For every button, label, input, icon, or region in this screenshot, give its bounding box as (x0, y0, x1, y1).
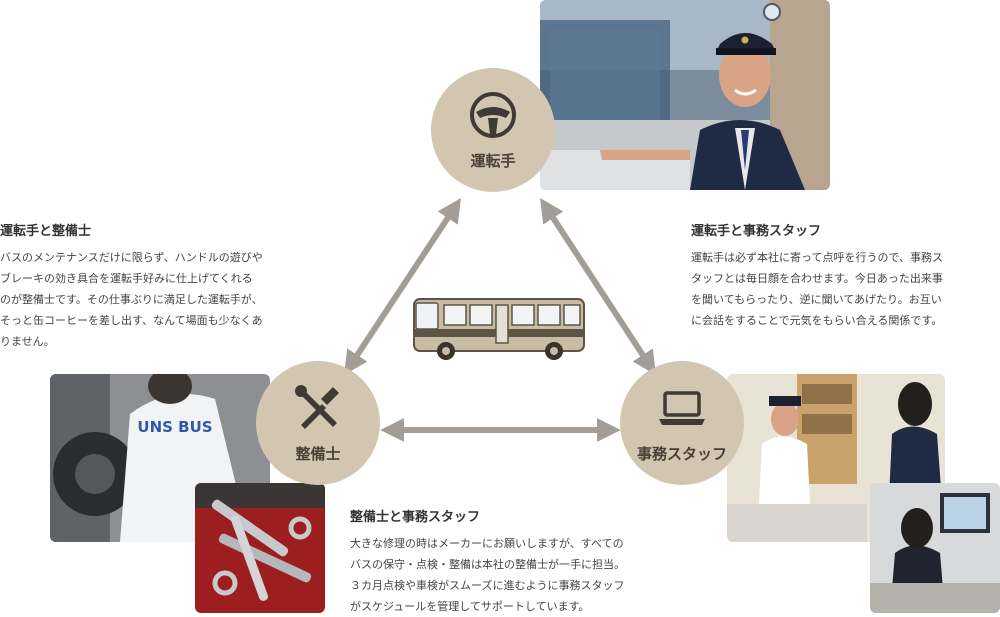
relation-line: そっと缶コーヒーを差し出す、なんて場面も少なくあ (0, 314, 263, 327)
relation-mechanic-staff: 整備士と事務スタッフ 大きな修理の時はメーカーにお願いしますが、すべての バスの… (350, 506, 690, 617)
relation-title: 整備士と事務スタッフ (350, 510, 481, 525)
tools-photo (195, 483, 325, 613)
role-staff-label: 事務スタッフ (636, 445, 727, 463)
relation-line: に会話をすることで元気をもらい合える関係です。 (691, 314, 943, 327)
relation-line: りません。 (0, 335, 55, 348)
relation-line: バスのメンテナンスだけに限らず、ハンドルの遊びや (0, 251, 263, 264)
role-driver: 運転手 (431, 68, 555, 192)
tools-icon (295, 385, 339, 429)
relation-line: がスケジュールを管理してサポートしています。 (350, 600, 590, 613)
relation-line: のが整備士です。その仕事ぶりに満足した運転手が、 (0, 293, 263, 306)
relation-line: 運転手は必ず本社に寄って点呼を行うので、事務ス (691, 251, 944, 264)
driver-photo (540, 0, 830, 190)
arrow-driver-staff (540, 197, 656, 376)
relation-title: 運転手と事務スタッフ (691, 224, 822, 239)
role-mechanic-label: 整備士 (295, 445, 341, 463)
relation-driver-mechanic: 運転手と整備士 バスのメンテナンスだけに限らず、ハンドルの遊びや ブレーキの効き… (0, 220, 300, 352)
relation-line: ブレーキの効き具合を運転手好みに仕上げてくれる (0, 272, 253, 285)
relation-line: を聞いてもらったり、逆に聞いてあげたり。お互い (691, 293, 942, 306)
relation-line: ３カ月点検や車検がスムーズに進むように事務スタッフ (350, 579, 625, 592)
laptop-icon (659, 391, 705, 425)
role-mechanic: 整備士 (256, 361, 380, 485)
arrow-driver-mechanic (344, 197, 461, 376)
steering-wheel-icon (470, 92, 516, 138)
role-staff: 事務スタッフ (620, 361, 744, 485)
relation-title: 運転手と整備士 (0, 224, 92, 239)
relation-driver-staff: 運転手と事務スタッフ 運転手は必ず本社に寄って点呼を行うので、事務ス タッフとは… (691, 220, 1000, 331)
relation-line: 大きな修理の時はメーカーにお願いしますが、すべての (350, 537, 624, 550)
role-driver-label: 運転手 (470, 152, 516, 170)
uns-bus-back-text: UNS BUS (137, 418, 212, 436)
relation-line: バスの保守・点検・整備は本社の整備士が一手に担当。 (350, 558, 625, 571)
relation-line: タッフとは毎日顔を合わせます。今日あった出来事 (691, 272, 943, 285)
staff-photo-2 (870, 483, 1000, 613)
bus-illustration (413, 298, 585, 360)
